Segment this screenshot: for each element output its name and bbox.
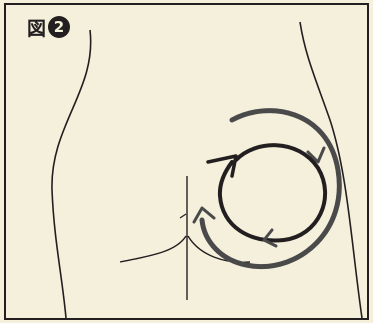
figure-label: 図 2 <box>27 14 70 40</box>
spine-tick <box>180 214 186 218</box>
figure-label-text: 図 <box>27 14 46 41</box>
left-body-contour <box>52 30 91 318</box>
right-body-contour <box>300 22 362 318</box>
left-buttock-curve <box>120 236 186 262</box>
inner-arrow-start-mark <box>208 156 236 176</box>
inner-arrow-head <box>264 230 276 246</box>
figure-number-badge: 2 <box>48 16 70 38</box>
